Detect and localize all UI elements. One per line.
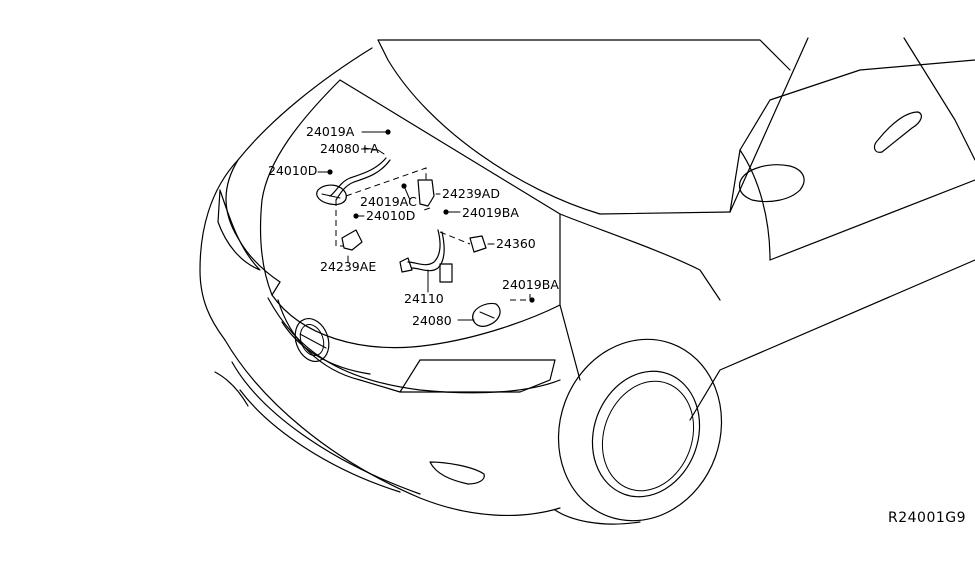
bracket-24239AE [341, 229, 363, 251]
part-label-24080A: 24080+A [320, 141, 379, 156]
relay-24360 [469, 235, 487, 253]
part-label-24010D-top: 24010D [268, 163, 317, 178]
battery-cable-24080A [329, 157, 391, 201]
part-label-24019AC: 24019AC [360, 194, 417, 209]
car-body-outline [199, 37, 975, 525]
fastener-dot [401, 183, 407, 189]
part-label-24239AE: 24239AE [320, 259, 376, 274]
fastener-dot [327, 169, 333, 175]
part-label-24360: 24360 [496, 236, 536, 251]
diagram-reference-code: R24001G9 [888, 510, 966, 526]
harness-24110 [399, 229, 453, 283]
part-label-24019A: 24019A [306, 124, 355, 139]
part-label-24110: 24110 [404, 291, 444, 306]
part-label-24019BA-top: 24019BA [462, 205, 519, 220]
part-label-24019BA-bot: 24019BA [502, 277, 559, 292]
fastener-dot [443, 209, 449, 215]
fastener-dot [385, 129, 391, 135]
bracket-24239AD [417, 179, 435, 207]
part-label-24239AD: 24239AD [442, 186, 500, 201]
fastener-dot [529, 297, 535, 303]
cable-24080 [472, 302, 501, 327]
battery-terminal-24010D [316, 184, 347, 206]
part-label-24080: 24080 [412, 313, 452, 328]
fastener-dot [353, 213, 359, 219]
part-label-24010D-mid: 24010D [366, 208, 415, 223]
